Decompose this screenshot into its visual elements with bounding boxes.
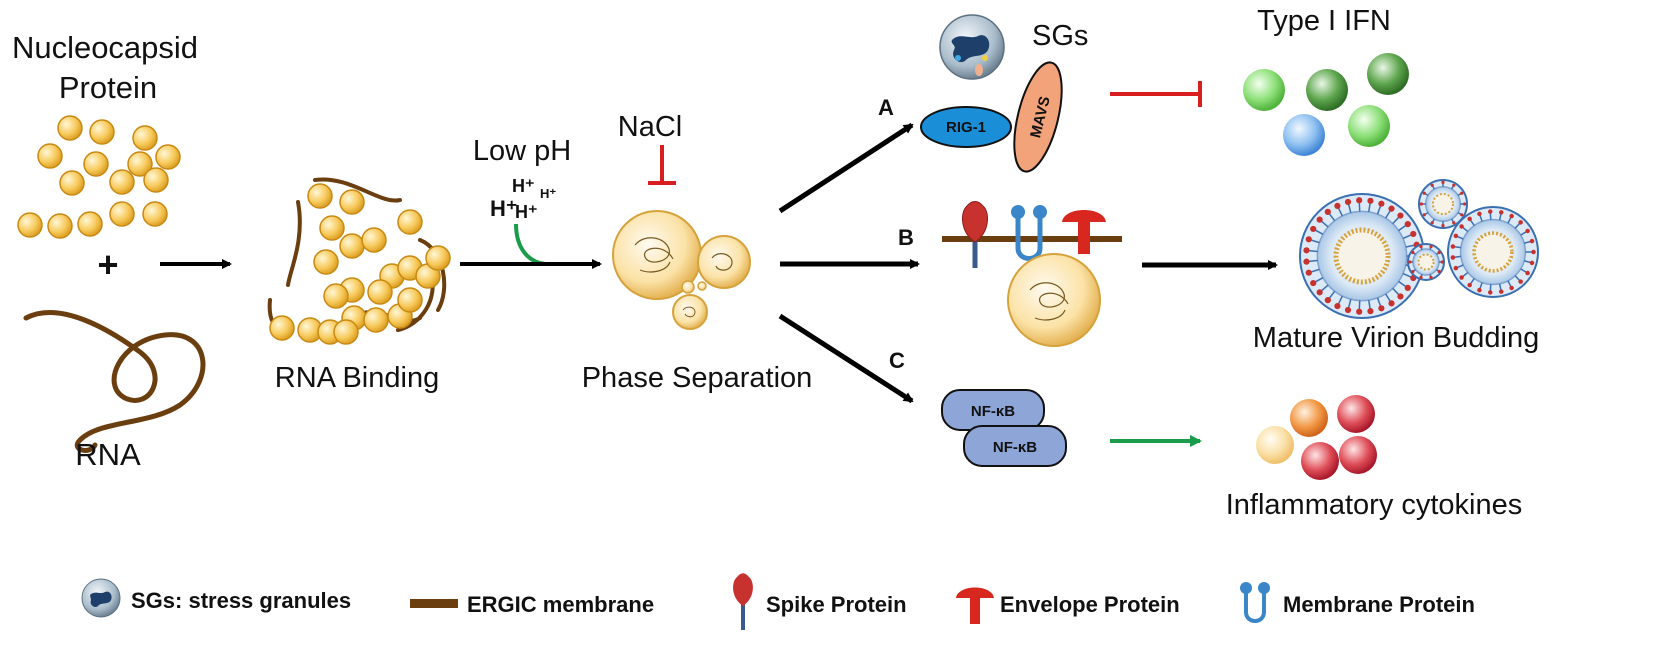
nacl-inhibition-icon: [648, 145, 676, 185]
legend-sg-icon: [81, 578, 121, 618]
legend-ergic-label: ERGIC membrane: [467, 592, 654, 617]
virion: [1447, 206, 1539, 298]
low-ph-promote-arrow: [514, 223, 546, 266]
bead: [57, 115, 83, 141]
legend-ergic-icon: [410, 599, 458, 608]
nfkb-protein-1-icon: NF-κB: [941, 389, 1045, 431]
rig1-label: RIG-1: [946, 119, 986, 136]
svg-text:H⁺: H⁺: [512, 176, 535, 196]
phase-separation-droplets: [612, 210, 751, 330]
stress-granule-icon: [939, 14, 1005, 80]
svg-text:H⁺: H⁺: [490, 196, 518, 221]
bead: [363, 307, 389, 333]
bead: [155, 144, 181, 170]
bead: [109, 169, 135, 195]
bead: [361, 227, 387, 253]
bead: [269, 315, 295, 341]
rna-binding-cluster: [267, 177, 451, 345]
pathway-c-label: C: [889, 348, 905, 373]
legend-envelope-label: Envelope Protein: [1000, 592, 1180, 617]
legend-spike-icon: [733, 573, 753, 630]
svg-text:NF-κB: NF-κB: [971, 403, 1015, 420]
bead: [89, 119, 115, 145]
bead: [323, 283, 349, 309]
bead: [142, 201, 168, 227]
inflammatory-cytokines-label: Inflammatory cytokines: [1226, 489, 1523, 521]
pathway-b-label: B: [898, 225, 914, 250]
svg-text:NF-κB: NF-κB: [993, 439, 1037, 456]
membrane-protein-on-membrane-icon: [1015, 218, 1043, 261]
bead: [319, 215, 345, 241]
bead: [77, 211, 103, 237]
budding-droplet-icon: [1007, 253, 1101, 347]
legend-membrane-protein-icon: [1240, 582, 1270, 623]
bead: [132, 125, 158, 151]
bead: [425, 245, 451, 271]
nfkb-protein-2-icon: NF-κB: [963, 425, 1067, 467]
phase-separation-label: Phase Separation: [582, 362, 813, 394]
legend-spike-label: Spike Protein: [766, 592, 907, 617]
mavs-protein-icon: MAVS: [1013, 61, 1063, 173]
bead: [83, 151, 109, 177]
ifn-inhibition-icon: [1110, 81, 1202, 107]
envelope-protein-on-membrane-icon: [1062, 210, 1106, 254]
bead: [17, 212, 43, 238]
low-ph-label: Low pH: [473, 135, 571, 167]
bead: [313, 249, 339, 275]
bead: [127, 151, 153, 177]
nucleocapsid-label-line1: Nucleocapsid: [12, 30, 198, 65]
bead: [143, 167, 169, 193]
bead: [367, 279, 393, 305]
pathway-a-label: A: [878, 95, 894, 120]
plus-sign: +: [97, 244, 118, 285]
inflammatory-cytokines-icon: [1256, 395, 1377, 480]
mature-virions-icon: [1299, 179, 1539, 319]
sgs-label: SGs: [1032, 20, 1088, 52]
rig1-protein-icon: RIG-1: [920, 106, 1012, 148]
spike-protein-on-membrane-icon: [962, 201, 988, 268]
bead: [37, 143, 63, 169]
nacl-label: NaCl: [618, 111, 682, 143]
nucleocapsid-protein-beads: [17, 115, 181, 239]
rna-binding-label: RNA Binding: [275, 362, 439, 394]
bead: [397, 209, 423, 235]
type1-ifn-cytokines-icon: [1243, 53, 1409, 156]
bead: [333, 319, 359, 345]
legend: SGs: stress granules ERGIC membrane Spik…: [81, 573, 1475, 630]
legend-membrane-label: Membrane Protein: [1283, 592, 1475, 617]
rna-label: RNA: [75, 437, 141, 472]
mature-virion-label: Mature Virion Budding: [1253, 322, 1539, 354]
svg-text:H⁺: H⁺: [540, 186, 556, 201]
bead: [397, 287, 423, 313]
bead: [339, 189, 365, 215]
bead: [109, 201, 135, 227]
nucleocapsid-label-line2: Protein: [59, 70, 157, 105]
legend-envelope-icon: [956, 587, 994, 624]
legend-sg-label: SGs: stress granules: [131, 588, 351, 613]
virion: [1299, 193, 1425, 319]
bead: [339, 233, 365, 259]
bead: [307, 183, 333, 209]
type1-ifn-label: Type I IFN: [1257, 5, 1391, 37]
virion: [1407, 243, 1445, 281]
rna-strand-icon: [23, 310, 206, 453]
bead: [47, 213, 73, 239]
svg-text:H⁺: H⁺: [515, 202, 538, 222]
proton-labels: H⁺ H⁺ H⁺ H⁺: [490, 176, 556, 222]
pathway-a-arrow: [778, 122, 914, 214]
virion: [1418, 179, 1468, 229]
pathway-c-arrow: [778, 313, 914, 404]
bead: [59, 170, 85, 196]
